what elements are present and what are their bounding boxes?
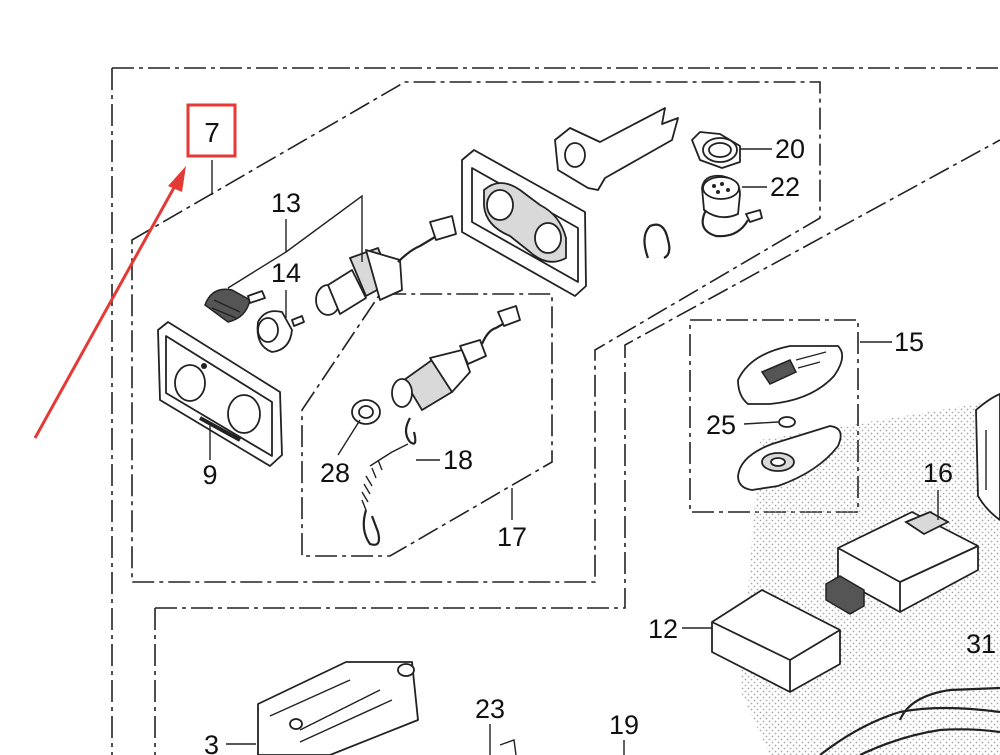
group-17-frame: [301, 293, 553, 557]
outer-assembly-frame: [111, 67, 1000, 755]
part-13-key: [204, 288, 266, 323]
part-25-o-ring: [778, 416, 796, 428]
callout-19: 19: [609, 710, 639, 740]
group-7-frame: [131, 81, 821, 583]
bracket: [554, 107, 679, 191]
callout-15: 15: [894, 327, 924, 357]
wiring-harness: [819, 686, 1000, 755]
part-17-stop-switch: [391, 305, 521, 412]
callout-25: 25: [706, 410, 736, 440]
part-14-knob: [256, 310, 305, 353]
part-31-edge-component: [975, 393, 1000, 521]
red-arrow: [33, 183, 178, 439]
lower-assembly-frame: [154, 139, 1000, 755]
fob-back-cover: [737, 425, 842, 491]
callout-31: 31: [966, 629, 996, 659]
part-18-lanyard: [361, 417, 417, 546]
leader-lines: [209, 148, 939, 755]
callout-3: 3: [204, 730, 219, 755]
callout-18: 18: [443, 445, 473, 475]
bezel-plate: [461, 149, 587, 297]
ignition-switch: [315, 215, 457, 316]
highlight-box: [186, 103, 237, 158]
part-9-switch-panel: [157, 321, 283, 467]
callout-17: 17: [497, 522, 527, 552]
wire-clip: [643, 223, 671, 259]
part-16-receiver: [825, 511, 979, 615]
part-28-washer: [351, 399, 381, 425]
part-22-buzzer: [701, 174, 763, 238]
callout-22: 22: [770, 172, 800, 202]
highlight-group: 7: [33, 103, 237, 439]
part-12-cover: [711, 589, 841, 693]
part-15-key-fob: [737, 345, 844, 405]
callout-16: 16: [923, 458, 953, 488]
part-20-collar: [691, 131, 741, 169]
part-23-fastener: [499, 739, 517, 755]
callout-14: 14: [271, 258, 301, 288]
callout-23: 23: [475, 694, 505, 724]
part-3-box: [257, 661, 419, 755]
callout-12: 12: [648, 614, 678, 644]
callout-7: 7: [204, 117, 220, 148]
callout-13: 13: [271, 188, 301, 218]
callout-labels: 13 14 9 20 22 18 28 17 15 25 16 12 31 3 …: [202, 134, 996, 755]
callout-28: 28: [320, 458, 350, 488]
red-arrowhead: [168, 166, 186, 192]
callout-9: 9: [202, 460, 217, 490]
callout-20: 20: [775, 134, 805, 164]
